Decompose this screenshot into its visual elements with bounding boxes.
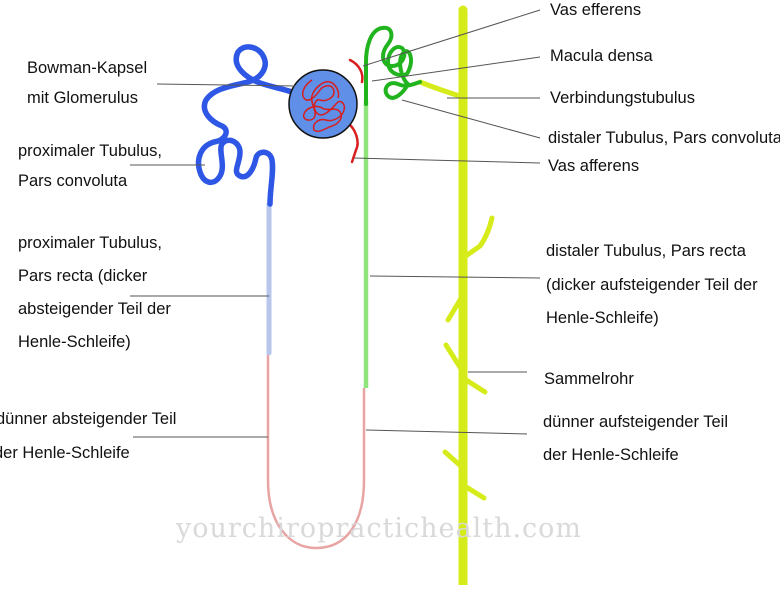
glomerulus bbox=[301, 79, 346, 133]
label-distal-recta-3: Henle-Schleife) bbox=[546, 309, 659, 327]
label-distal-recta-2: (dicker aufsteigender Teil der bbox=[546, 276, 758, 294]
label-vas-afferens: Vas afferens bbox=[548, 157, 639, 175]
label-thin-desc-1: dünner absteigender Teil bbox=[0, 410, 176, 428]
label-prox-recta-3: absteigender Teil der bbox=[18, 300, 171, 318]
proximal-tubule-pars-convoluta bbox=[195, 44, 295, 207]
distal-tubule-pars-convoluta bbox=[364, 25, 422, 106]
label-mit-glomerulus: mit Glomerulus bbox=[27, 89, 138, 107]
label-thin-asc-1: dünner aufsteigender Teil bbox=[543, 413, 728, 431]
watermark: yourchiropractichealth.com bbox=[175, 513, 582, 544]
label-prox-conv-1: proximaler Tubulus, bbox=[18, 142, 162, 160]
label-thin-desc-2: der Henle-Schleife bbox=[0, 444, 130, 462]
connecting-tubule bbox=[417, 79, 466, 100]
label-verbindungstubulus: Verbindungstubulus bbox=[550, 89, 695, 107]
label-bowman-kapsel: Bowman-Kapsel bbox=[27, 59, 147, 77]
label-thin-asc-2: der Henle-Schleife bbox=[543, 446, 679, 464]
label-prox-conv-2: Pars convoluta bbox=[18, 172, 128, 190]
label-prox-recta-2: Pars recta (dicker bbox=[18, 267, 148, 285]
leader-lines bbox=[130, 9, 541, 438]
label-sammelrohr: Sammelrohr bbox=[544, 370, 634, 388]
label-vas-efferens: Vas efferens bbox=[550, 1, 641, 19]
label-prox-recta-4: Henle-Schleife) bbox=[18, 333, 131, 351]
label-macula-densa: Macula densa bbox=[550, 47, 654, 65]
thin-henle-loop bbox=[266, 352, 366, 550]
bowman-capsule bbox=[288, 69, 358, 139]
label-distal-conv: distaler Tubulus, Pars convoluta bbox=[548, 129, 780, 147]
collecting-duct bbox=[442, 5, 495, 590]
label-distal-recta-1: distaler Tubulus, Pars recta bbox=[546, 242, 747, 260]
label-prox-recta-1: proximaler Tubulus, bbox=[18, 234, 162, 252]
